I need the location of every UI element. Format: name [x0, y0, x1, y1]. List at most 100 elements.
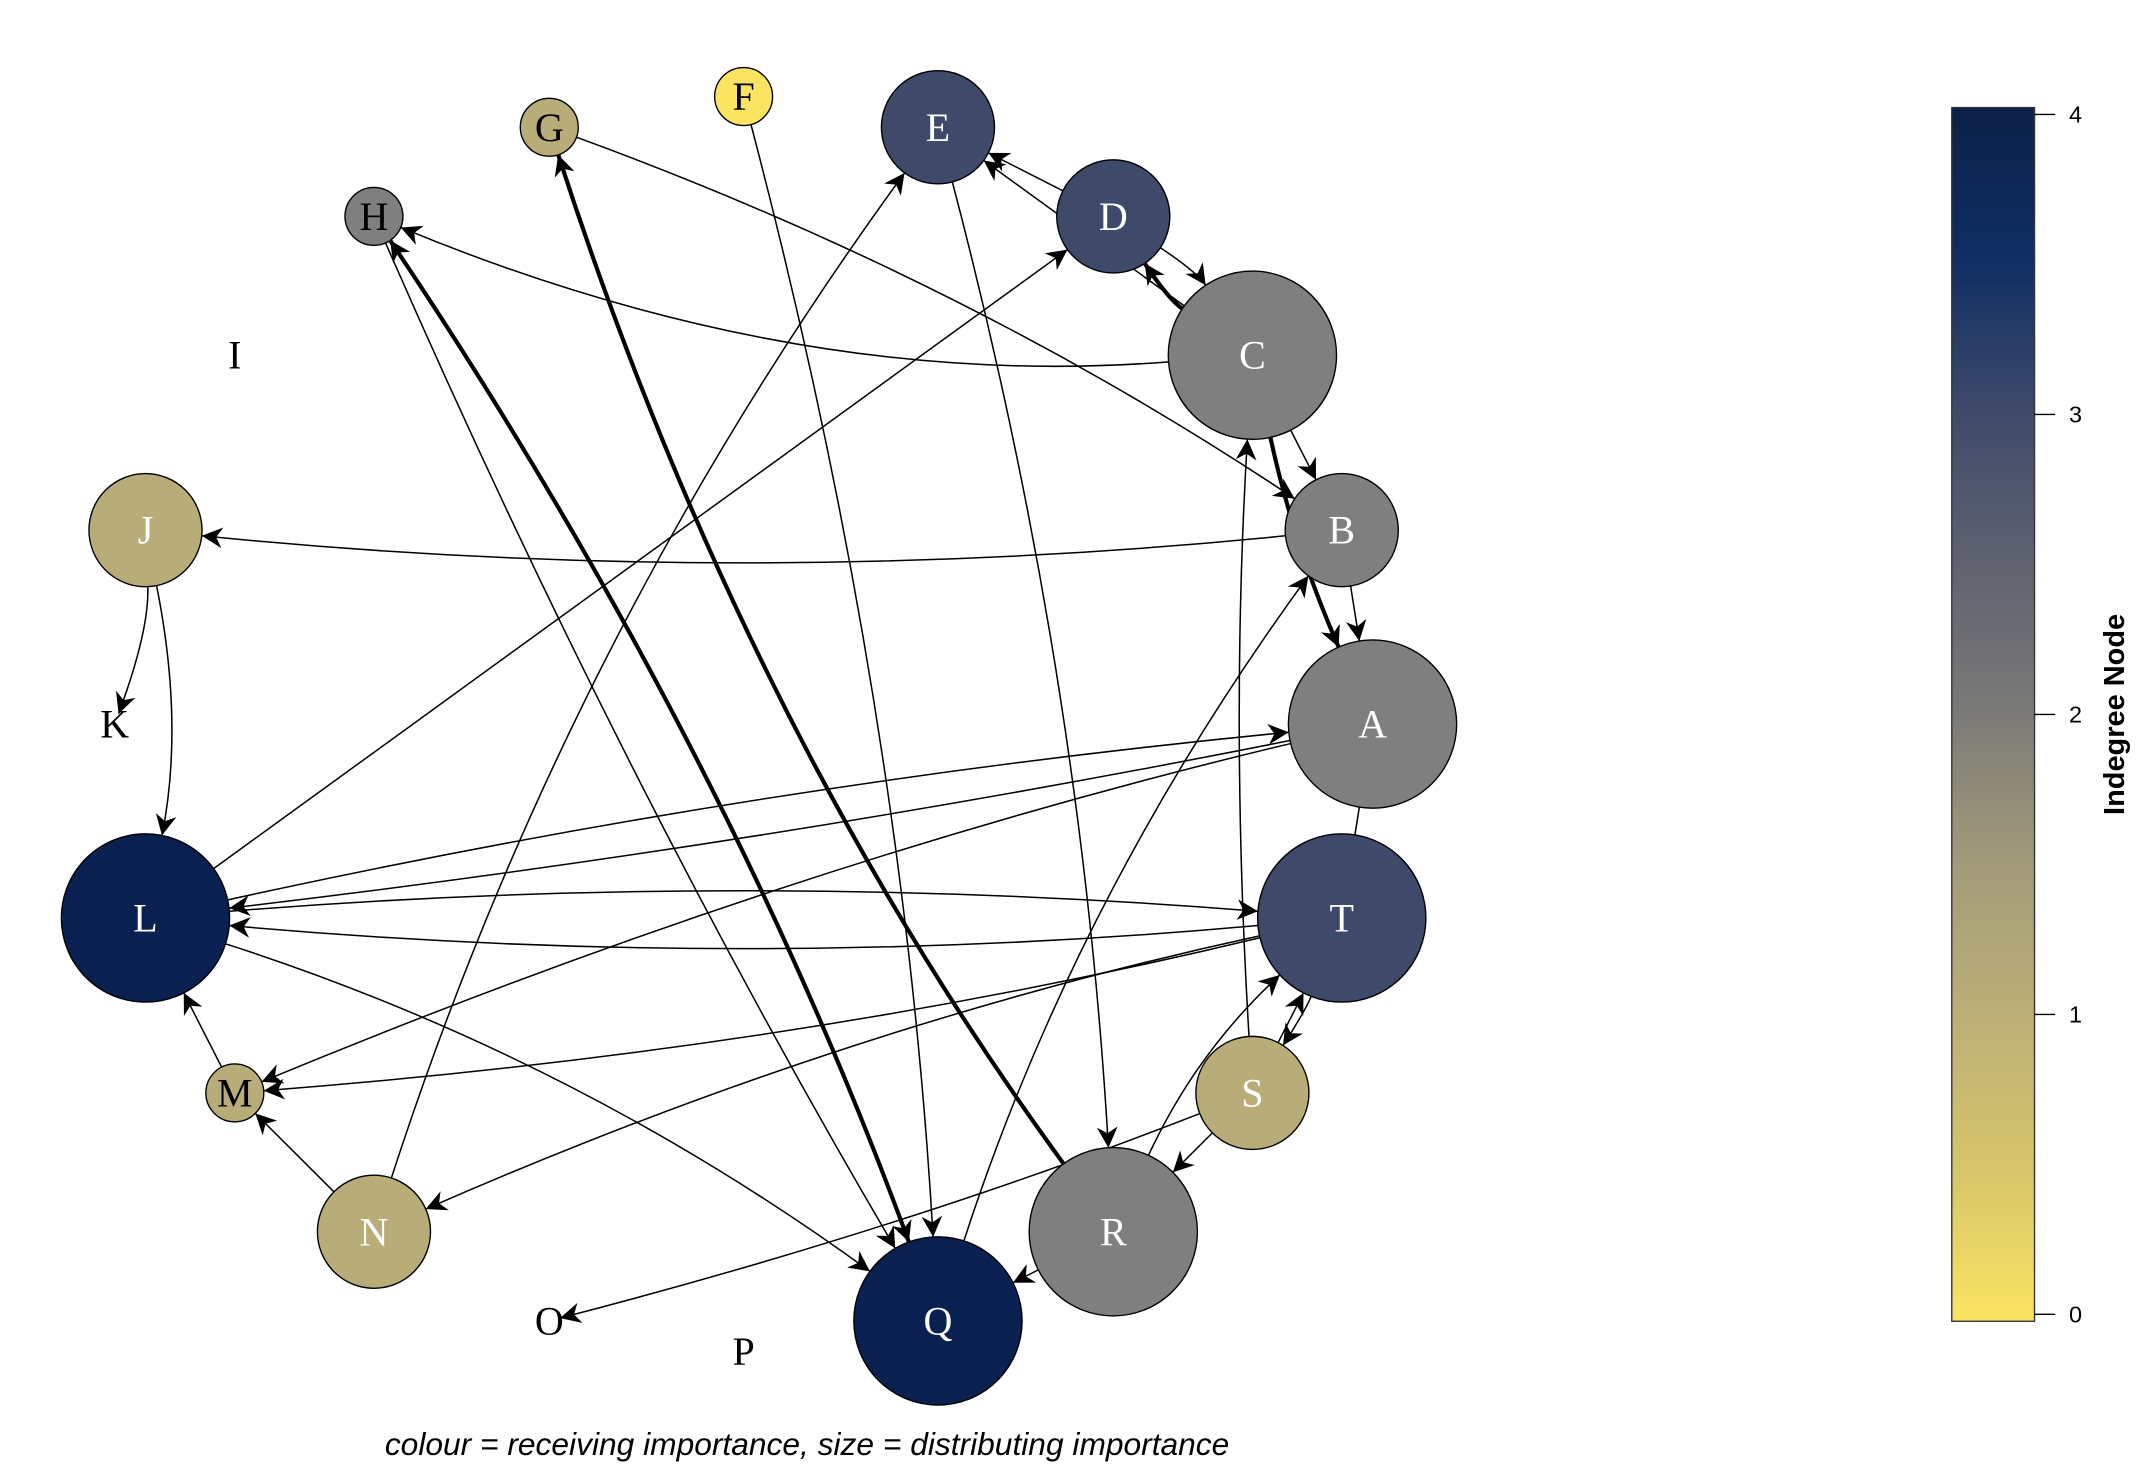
node-R[interactable]: R	[1028, 1146, 1199, 1317]
node-label: L	[133, 895, 157, 940]
node-S[interactable]: S	[1195, 1035, 1310, 1151]
edge-A-M	[261, 742, 1291, 1084]
edge-A-L	[228, 739, 1291, 917]
node-label: R	[1100, 1209, 1127, 1254]
node-E[interactable]: E	[880, 70, 996, 185]
node-label: J	[138, 508, 154, 553]
node-circle[interactable]	[1056, 159, 1171, 274]
node-label: B	[1328, 508, 1355, 553]
edge-N-E	[390, 172, 906, 1179]
node-L[interactable]: L	[60, 833, 231, 1003]
edge-H-Q	[384, 242, 896, 1249]
edge-S-O	[559, 1112, 1201, 1323]
node-circle[interactable]	[1028, 1146, 1199, 1317]
edge-R-Q	[1012, 1264, 1039, 1284]
edge-S-C	[1235, 439, 1257, 1037]
edge-T-M	[263, 936, 1261, 1100]
edge-T-S	[1282, 996, 1312, 1046]
node-circle[interactable]	[853, 1236, 1023, 1406]
edge-G-B	[576, 136, 1296, 500]
node-label: M	[217, 1070, 253, 1115]
node-label: C	[1239, 333, 1266, 378]
node-circle[interactable]	[60, 833, 231, 1003]
colorbar-title: Indegree Node	[2099, 614, 2131, 815]
edge-B-J	[201, 527, 1286, 564]
node-circle[interactable]	[1287, 639, 1458, 809]
node-circle[interactable]	[316, 1174, 432, 1289]
node-label: I	[228, 333, 241, 378]
node-P[interactable]: P	[732, 1329, 754, 1374]
node-circle[interactable]	[1167, 270, 1338, 441]
node-circle[interactable]	[344, 186, 404, 247]
node-circle[interactable]	[88, 472, 203, 588]
node-label: T	[1330, 895, 1354, 940]
node-C[interactable]: C	[1167, 270, 1338, 441]
edge-S-R	[1172, 1132, 1213, 1173]
node-I[interactable]: I	[228, 333, 241, 378]
edges-layer	[116, 124, 1367, 1323]
edge-R-G	[554, 154, 1066, 1166]
node-M[interactable]: M	[205, 1063, 265, 1123]
colorbar-tick-label: 4	[2069, 101, 2082, 127]
node-circle[interactable]	[1256, 833, 1427, 1003]
node-label: O	[535, 1298, 564, 1343]
node-T[interactable]: T	[1256, 833, 1427, 1003]
edge-L-Q	[225, 943, 871, 1273]
node-circle[interactable]	[205, 1063, 265, 1123]
edge-D-C	[1159, 247, 1207, 286]
edge-S-T	[1277, 992, 1305, 1043]
edge-M-L	[183, 992, 223, 1068]
edge-D-E	[988, 152, 1064, 192]
node-J[interactable]: J	[88, 472, 203, 588]
edge-T-N	[425, 935, 1260, 1211]
edge-C-D	[1142, 262, 1184, 311]
node-N[interactable]: N	[316, 1174, 432, 1289]
node-label: H	[360, 194, 389, 239]
node-label: D	[1099, 194, 1128, 239]
node-label: G	[535, 105, 564, 150]
edge-L-D	[213, 248, 1068, 870]
node-label: P	[732, 1329, 754, 1374]
edge-C-H	[400, 225, 1169, 368]
colorbar-tick-label: 1	[2069, 1001, 2082, 1027]
edge-H-Q	[388, 239, 912, 1243]
node-circle[interactable]	[1195, 1035, 1310, 1151]
node-G[interactable]: G	[519, 97, 579, 157]
node-O[interactable]: O	[535, 1298, 564, 1343]
node-label: K	[100, 702, 129, 747]
edge-R-T	[1147, 974, 1281, 1156]
edge-N-M	[254, 1112, 335, 1193]
edge-F-Q	[750, 124, 943, 1237]
node-D[interactable]: D	[1056, 159, 1171, 274]
edge-L-A	[227, 723, 1289, 901]
node-label: N	[360, 1209, 389, 1254]
edge-Q-B	[963, 575, 1310, 1242]
node-B[interactable]: B	[1284, 472, 1399, 588]
edge-L-T	[229, 889, 1258, 920]
edge-B-A	[1345, 585, 1367, 642]
node-label: E	[926, 105, 950, 150]
node-circle[interactable]	[880, 70, 996, 185]
node-label: S	[1241, 1070, 1263, 1115]
nodes-layer: A B C D E F G H I J K L M N O P Q R S T	[60, 66, 1458, 1406]
caption: colour = receiving importance, size = di…	[385, 1426, 1229, 1462]
edge-C-B	[1289, 429, 1317, 481]
node-K[interactable]: K	[100, 702, 129, 747]
colorbar-tick-label: 0	[2069, 1301, 2082, 1327]
node-circle[interactable]	[519, 97, 579, 157]
colorbar	[1951, 106, 2036, 1322]
node-H[interactable]: H	[344, 186, 404, 247]
node-circle[interactable]	[713, 66, 774, 127]
edge-A-T	[1354, 807, 1361, 836]
node-label: Q	[924, 1298, 953, 1343]
node-circle[interactable]	[1284, 472, 1399, 588]
node-Q[interactable]: Q	[853, 1236, 1023, 1406]
edge-J-L	[155, 585, 177, 836]
edge-T-L	[229, 917, 1259, 950]
node-A[interactable]: A	[1287, 639, 1458, 809]
node-label: F	[732, 74, 754, 119]
node-F[interactable]: F	[713, 66, 774, 127]
colorbar-tick-label: 3	[2069, 401, 2082, 427]
